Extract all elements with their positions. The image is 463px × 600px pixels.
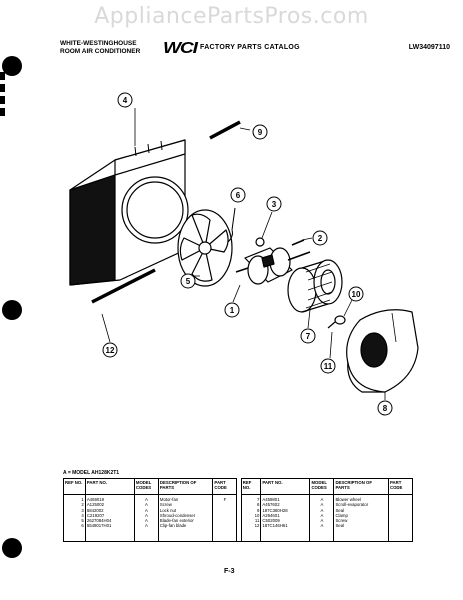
brand-name: WHITE-WESTINGHOUSE ROOM AIR CONDITIONER <box>60 40 141 55</box>
screw-part <box>291 239 305 246</box>
catalog-title: FACTORY PARTS CATALOG <box>200 44 300 51</box>
watermark: AppliancePartsPros.com <box>94 4 369 29</box>
callout-11: 11 <box>320 358 336 374</box>
exploded-parts-diagram: 4 9 6 3 2 5 1 10 7 11 12 8 <box>69 92 419 416</box>
svg-text:1: 1 <box>230 306 235 315</box>
svg-text:7: 7 <box>306 332 311 341</box>
svg-text:5: 5 <box>186 277 191 286</box>
clamp-part <box>327 299 353 329</box>
svg-text:12: 12 <box>106 346 115 355</box>
callout-10: 10 <box>348 286 364 302</box>
callout-3: 3 <box>266 196 282 212</box>
catalog-code: LW34097110 <box>408 44 450 51</box>
model-note: A = MODEL AH128K2T1 <box>63 470 120 476</box>
callout-1: 1 <box>224 302 240 318</box>
table-row: 2 A125002 A Screw 8 A457602 A Scroll-eva… <box>63 502 414 508</box>
scroll-evaporator-part <box>346 309 419 400</box>
svg-text:6: 6 <box>236 191 241 200</box>
col-model-codes: MODEL CODES <box>133 478 159 495</box>
table-row: 3 5842002 A Lock nut 9 187C380H28 A Seal <box>63 507 414 513</box>
punch-hole <box>2 300 22 320</box>
col-part-code: PART CODE <box>387 478 414 495</box>
callout-8: 8 <box>377 400 393 416</box>
col-ref: REF NO. <box>240 478 262 495</box>
callout-7: 7 <box>300 328 316 344</box>
seal-top-part <box>209 120 241 140</box>
punch-hole <box>2 56 22 76</box>
table-row: 1 A469019 A Motor-fan F 7 A459801 A Blow… <box>63 494 414 503</box>
col-ref: REF NO. <box>63 478 86 495</box>
svg-text:2: 2 <box>318 234 323 243</box>
col-part-no: PART NO. <box>260 478 311 495</box>
callout-5: 5 <box>180 273 196 289</box>
col-part-no: PART NO. <box>84 478 135 495</box>
svg-text:8: 8 <box>383 404 388 413</box>
svg-text:4: 4 <box>123 96 128 105</box>
table-row: 4 C219207 A Shroud-condenser 10 A294601 … <box>63 512 414 519</box>
edge-marks <box>0 72 6 120</box>
callout-6: 6 <box>230 187 246 203</box>
catalog-header: WHITE-WESTINGHOUSE ROOM AIR CONDITIONER … <box>60 40 450 66</box>
shroud-condenser-part <box>69 139 189 286</box>
lock-nut-part <box>255 211 273 247</box>
svg-text:9: 9 <box>258 128 263 137</box>
svg-text:11: 11 <box>324 362 333 371</box>
seal-bottom-part <box>91 268 156 304</box>
callout-12: 12 <box>102 342 118 358</box>
col-description: DESCRIPTION OF PARTS <box>157 478 214 495</box>
callout-9: 9 <box>252 124 268 140</box>
callout-4: 4 <box>117 92 133 108</box>
fan-motor-part <box>232 247 311 303</box>
blower-wheel-part <box>287 259 343 329</box>
svg-text:10: 10 <box>352 290 361 299</box>
callout-2: 2 <box>312 230 328 246</box>
col-model-codes: MODEL CODES <box>309 478 335 495</box>
wci-logo: WCI <box>163 40 198 57</box>
page-number: F-3 <box>224 568 235 575</box>
svg-text:3: 3 <box>272 200 277 209</box>
col-description: DESCRIPTION OF PARTS <box>333 478 389 495</box>
col-part-code: PART CODE <box>212 478 238 495</box>
screw-11-part <box>329 331 333 359</box>
table-row: 6 5549017H01 A Clip-fan blade 12 187C146… <box>63 523 414 542</box>
table-row: 5 2627084H04 A Blade-fan exterior 11 C50… <box>63 518 414 524</box>
punch-hole <box>2 538 22 558</box>
parts-table: REF NO. PART NO. MODEL CODES DESCRIPTION… <box>63 478 414 542</box>
